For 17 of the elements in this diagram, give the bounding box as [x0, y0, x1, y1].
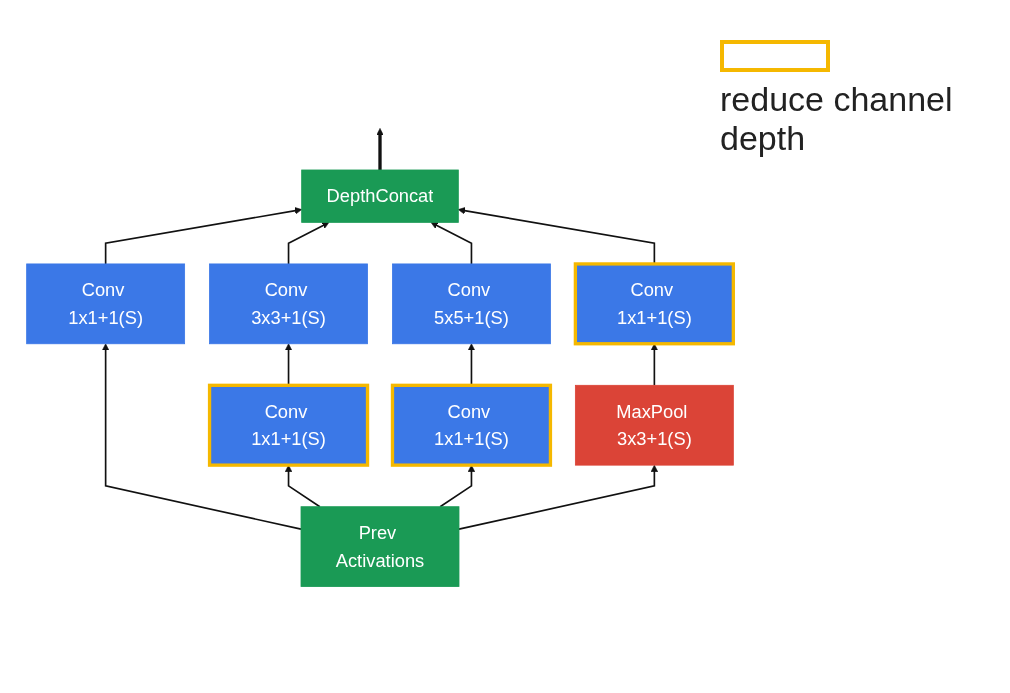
node-box: Conv 1x1+1(S) — [26, 263, 186, 345]
node-box: Conv 3x3+1(S) — [209, 263, 368, 345]
node-box: Conv 1x1+1(S) — [390, 383, 553, 467]
node-box: Conv 1x1+1(S) — [573, 262, 735, 346]
arrow — [458, 464, 658, 530]
arrow — [430, 222, 473, 265]
arrow — [104, 207, 302, 265]
node-box: Conv 1x1+1(S) — [207, 383, 370, 467]
node-box: MaxPool 3x3+1(S) — [574, 384, 734, 466]
arrow — [376, 128, 384, 170]
legend-text: reduce channel depth — [720, 80, 954, 158]
arrow — [102, 343, 302, 530]
arrow — [287, 222, 330, 265]
arrow — [650, 343, 658, 387]
node-box: DepthConcat — [301, 169, 459, 223]
node-box: Conv 5x5+1(S) — [392, 263, 551, 345]
node-box: Prev Activations — [300, 506, 460, 587]
